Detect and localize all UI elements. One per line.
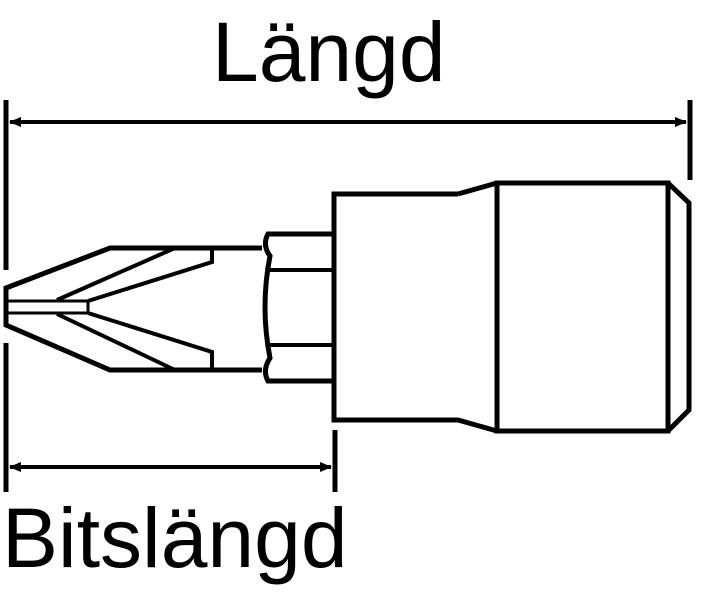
hex-shank [262, 231, 333, 384]
bit-tip [3, 245, 262, 373]
total-length-label: Längd [212, 5, 446, 99]
bit-length-label: Bitslängd [2, 491, 348, 585]
socket-body [331, 180, 692, 434]
